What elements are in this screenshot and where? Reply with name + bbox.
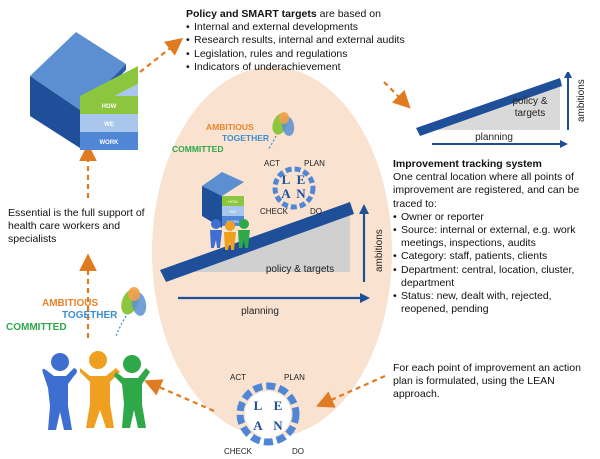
- bottom-pdca-plan: PLAN: [284, 373, 305, 382]
- center-tag-committed: COMMITTED: [172, 144, 223, 154]
- center-logo-icon: [267, 112, 295, 151]
- small-ramp-policy-label: policy &: [512, 96, 547, 107]
- person-blue-icon: [42, 353, 77, 430]
- arrow-house-to-policy: [139, 37, 184, 73]
- bottom-lean-a: A: [253, 418, 263, 433]
- center-lean-l: L: [282, 172, 291, 187]
- small-ramp-ambitions-label: ambitions: [576, 79, 587, 122]
- action-plan-text: For each point of improvement an action …: [393, 362, 581, 401]
- center-illustration: AMBITIOUS TOGETHER COMMITTED policy & ta…: [160, 112, 385, 317]
- left-tag-together: TOGETHER: [62, 310, 118, 321]
- tracking-title: Improvement tracking system: [393, 158, 542, 170]
- small-ramp-planning-label: planning: [475, 132, 513, 143]
- center-house-work: WORK: [227, 219, 240, 224]
- center-house-how: HOW: [228, 199, 238, 204]
- tracking-intro: One central location where all points of…: [393, 171, 580, 210]
- tracking-block: Improvement tracking system One central …: [393, 158, 593, 316]
- center-tag-ambitious: AMBITIOUS: [206, 122, 254, 132]
- arrow-cycle-to-people: [143, 379, 215, 413]
- arrow-tracking-to-cycle: [315, 374, 386, 408]
- center-tag-together: TOGETHER: [222, 133, 269, 143]
- person-orange-icon: [80, 351, 120, 428]
- policy-item: Internal and external developments: [186, 21, 406, 34]
- center-pdca-plan: PLAN: [304, 159, 325, 168]
- bottom-pdca-act: ACT: [230, 373, 246, 382]
- center-ramp-label: policy & targets: [266, 264, 334, 275]
- center-house-icon: HOW WE WORK: [202, 172, 244, 228]
- left-tag-committed: COMMITTED: [6, 322, 67, 333]
- person-green-icon: [114, 355, 150, 428]
- people-illustration: [42, 351, 150, 430]
- policy-item: Legislation, rules and regulations: [186, 48, 406, 61]
- center-lean-e: E: [297, 172, 306, 187]
- policy-block: Policy and SMART targets are based on In…: [186, 8, 406, 74]
- tracking-item: Owner or reporter: [393, 211, 593, 224]
- center-pdca-check: CHECK: [260, 207, 289, 216]
- center-house-we: WE: [230, 209, 237, 214]
- support-text: Essential is the full support of health …: [8, 207, 145, 246]
- center-pdca-do: DO: [310, 207, 322, 216]
- policy-item: Indicators of underachievement: [186, 61, 406, 74]
- house-level-work: WORK: [100, 140, 120, 146]
- center-lean-n: N: [296, 186, 306, 201]
- tracking-item: Category: staff, patients, clients: [393, 250, 593, 263]
- center-planning-label: planning: [241, 306, 279, 317]
- policy-item: Research results, internal and external …: [186, 34, 406, 47]
- center-lean-cycle-icon: L E A N ACT PLAN CHECK DO: [260, 159, 325, 216]
- center-people-icon: [210, 219, 250, 250]
- house-level-we: WE: [104, 122, 114, 128]
- left-logo-icon: [115, 287, 147, 337]
- bottom-pdca-check: CHECK: [224, 447, 253, 456]
- center-lean-a: A: [281, 186, 291, 201]
- arrow-policy-to-ramp: [383, 81, 411, 109]
- tracking-item: Department: central, location, cluster, …: [393, 264, 593, 290]
- center-ambitions-label: ambitions: [374, 229, 385, 272]
- bottom-lean-n: N: [273, 418, 283, 433]
- bottom-lean-l: L: [254, 398, 263, 413]
- left-tags: AMBITIOUS TOGETHER COMMITTED: [6, 287, 147, 337]
- small-ramp: policy & targets ambitions planning: [416, 72, 587, 148]
- left-tag-ambitious: AMBITIOUS: [42, 298, 98, 309]
- bottom-lean-e: E: [274, 398, 283, 413]
- tracking-item: Status: new, dealt with, rejected, reope…: [393, 290, 593, 316]
- tracking-item: Source: internal or external, e.g. work …: [393, 224, 593, 250]
- policy-title: Policy and SMART targets are based on: [186, 8, 381, 20]
- small-ramp-targets-label: targets: [515, 108, 546, 119]
- house-level-how: HOW: [102, 104, 117, 110]
- bottom-lean-cycle: L E A N ACT PLAN CHECK DO: [224, 373, 305, 456]
- bottom-pdca-do: DO: [292, 447, 304, 456]
- center-pdca-act: ACT: [264, 159, 280, 168]
- house-illustration: HOW WE WORK: [30, 32, 138, 150]
